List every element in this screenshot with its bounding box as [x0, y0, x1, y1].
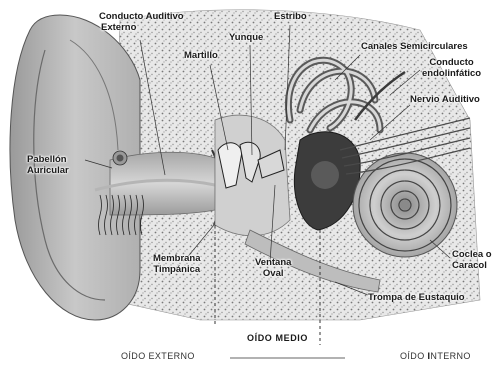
label-membrana-timpanica: Membrana Timpánica — [153, 254, 201, 275]
label-line: Auricular — [27, 166, 69, 177]
label-line: Coclea o — [452, 250, 492, 261]
label-estribo: Estribo — [274, 12, 307, 23]
section-oido-interno-prefix: OÍDO — [400, 351, 428, 361]
label-conducto-auditivo-externo: Conducto Auditivo Externo — [99, 12, 184, 33]
label-nervio-auditivo: Nervio Auditivo — [410, 95, 480, 106]
label-line: Pabellón — [27, 155, 69, 166]
section-oido-medio: OÍDO MEDIO — [247, 333, 308, 343]
label-line: Conducto Auditivo — [99, 12, 184, 23]
label-conducto-endolinfatico: Conducto endolinfático — [422, 58, 481, 79]
label-yunque: Yunque — [229, 33, 263, 44]
label-line: Membrana — [153, 254, 201, 265]
section-oido-interno-suffix: NTERNO — [430, 351, 470, 361]
label-line: Ventana — [255, 258, 291, 269]
label-trompa-de-eustaquio: Trompa de Eustaquio — [368, 293, 465, 304]
section-oido-externo: OÍDO EXTERNO — [121, 351, 195, 361]
label-line: Conducto — [422, 58, 481, 69]
label-martillo: Martillo — [184, 51, 218, 62]
label-line: endolinfático — [422, 69, 481, 80]
cochlea — [353, 153, 457, 257]
label-canales-semicirculares: Canales Semicirculares — [361, 42, 468, 53]
label-line: Oval — [255, 269, 291, 280]
section-oido-interno: OÍDO INTERNO — [400, 351, 471, 361]
label-ventana-oval: Ventana Oval — [255, 258, 291, 279]
label-line: Externo — [99, 23, 184, 34]
label-line: Caracol — [452, 261, 492, 272]
label-pabellon-auricular: Pabellón Auricular — [27, 155, 69, 176]
label-line: Timpánica — [153, 265, 201, 276]
label-coclea-caracol: Coclea o Caracol — [452, 250, 492, 271]
